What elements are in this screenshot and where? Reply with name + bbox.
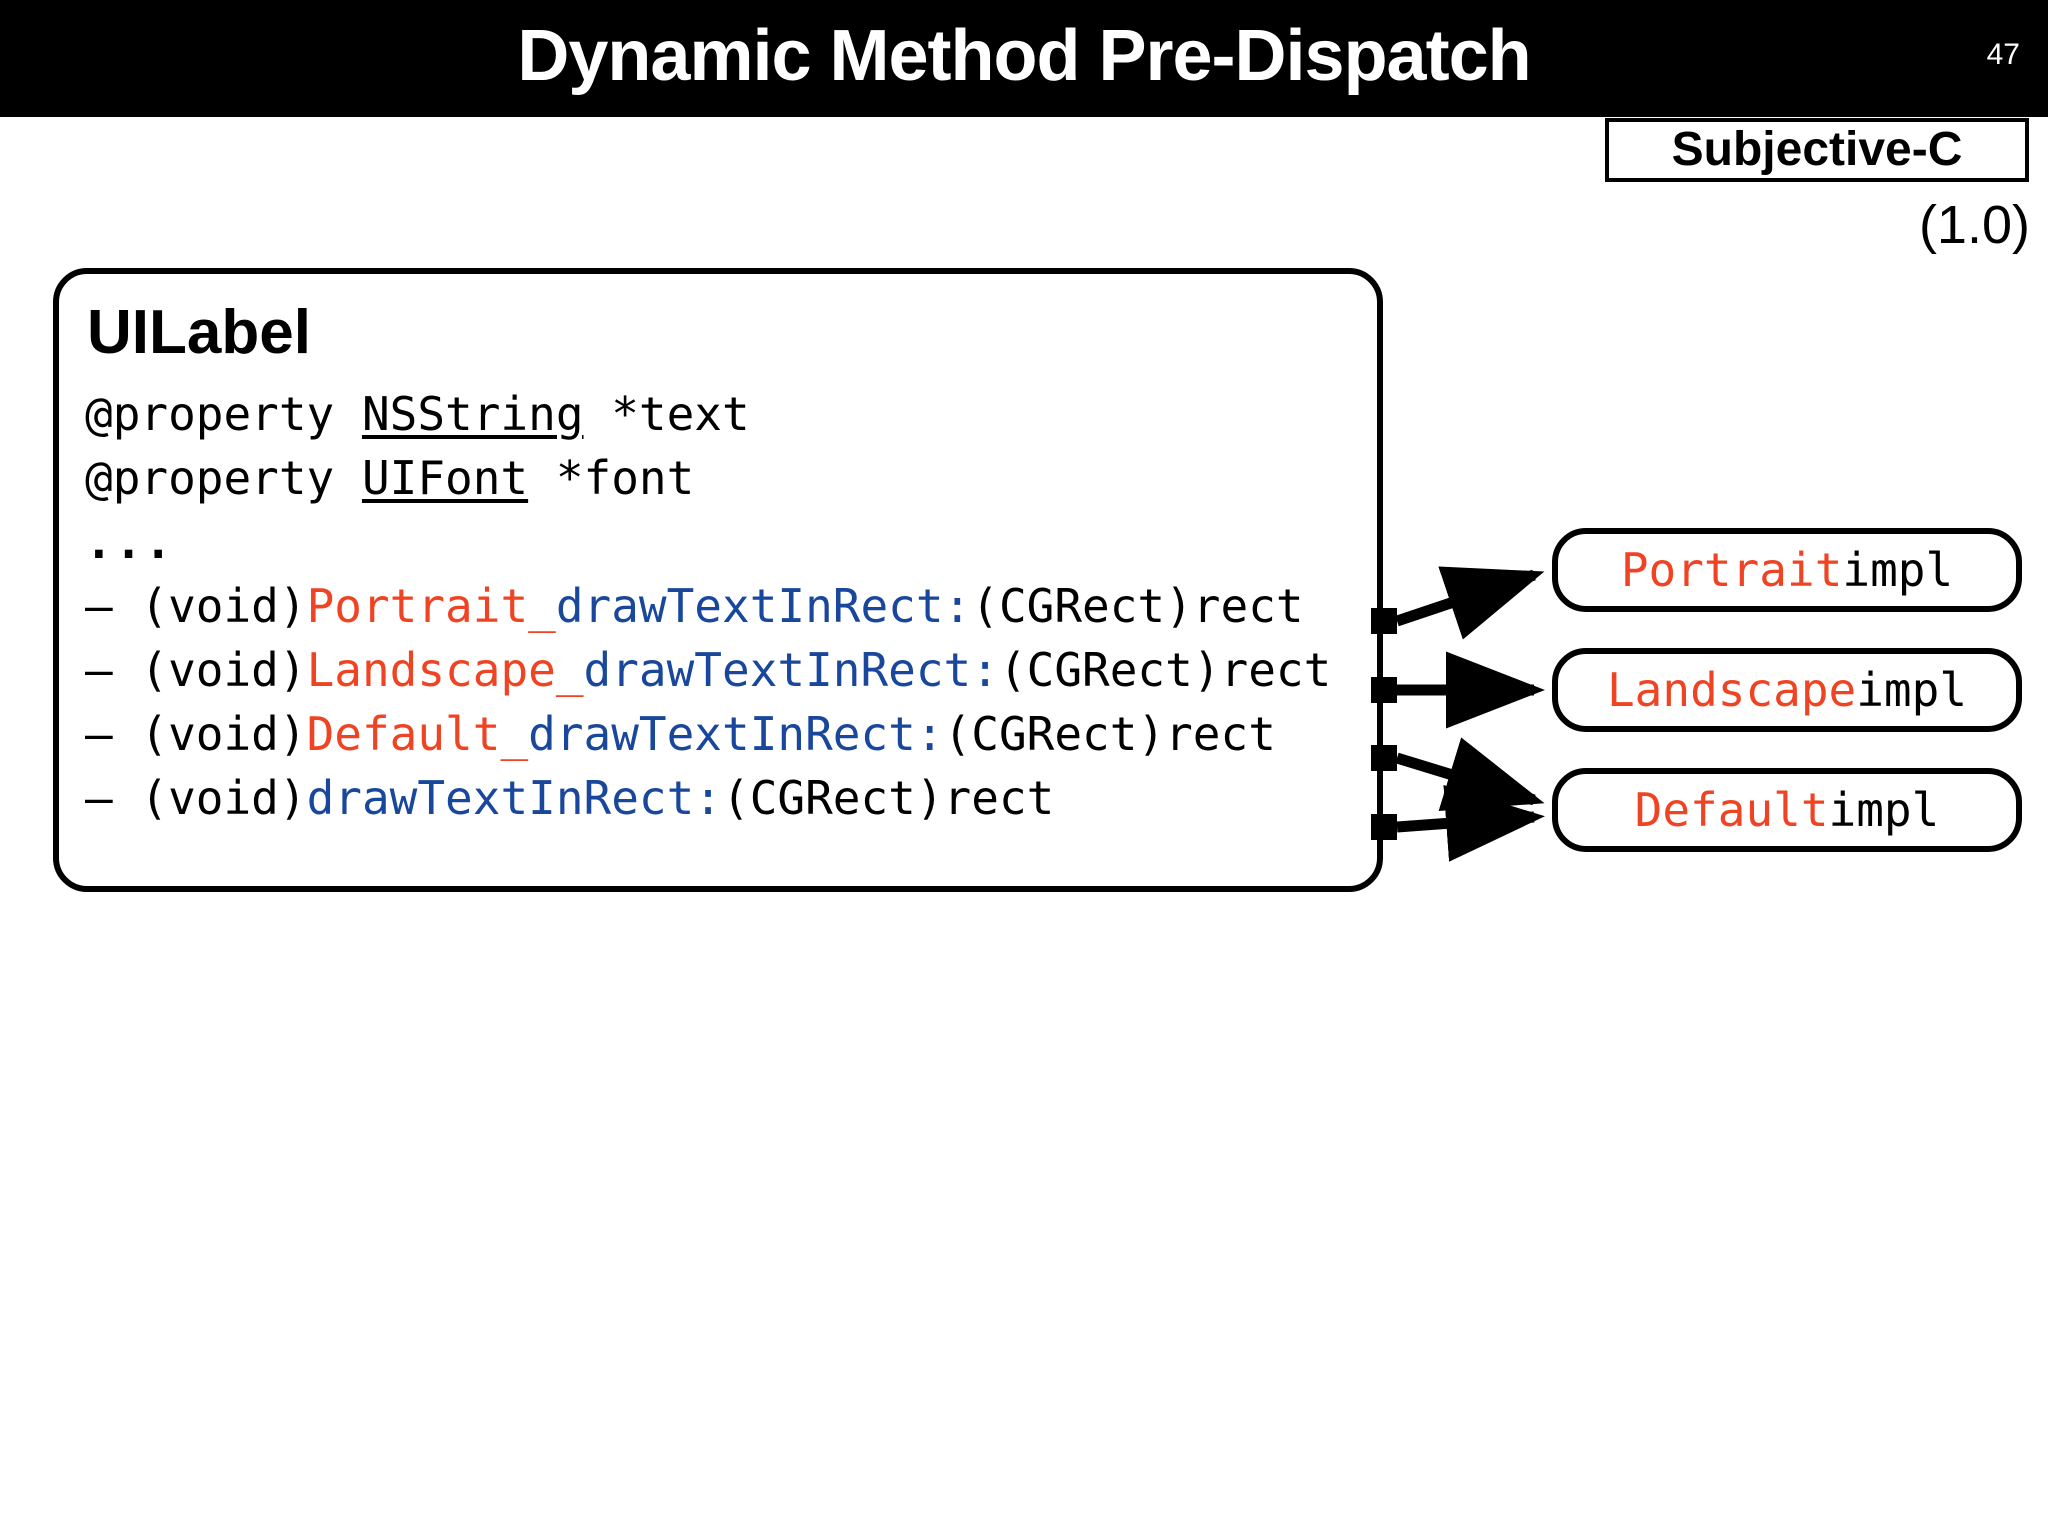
impl-label-wrap: Portrait impl xyxy=(1558,534,2016,606)
page-title: Dynamic Method Pre-Dispatch xyxy=(517,16,1531,96)
method-args: (CGRect)rect xyxy=(998,643,1332,697)
connector-port-landscape xyxy=(1371,677,1397,703)
slide-number: 47 xyxy=(1986,38,2020,71)
connector-port-portrait xyxy=(1371,608,1397,634)
method-return-type: (void) xyxy=(112,771,307,825)
impl-name: Portrait xyxy=(1620,543,1843,597)
method-dash: – xyxy=(85,579,113,633)
connector-port-dispatch xyxy=(1371,814,1397,840)
method-line: – (void)drawTextInRect:(CGRect)rect xyxy=(85,766,1331,830)
impl-label-wrap: Landscape impl xyxy=(1558,654,2016,726)
impl-box-portrait: Portrait impl xyxy=(1552,528,2022,612)
class-body: @property NSString *text @property UIFon… xyxy=(85,382,1331,830)
property-line: @property UIFont *font xyxy=(85,446,1331,510)
class-card: UILabel @property NSString *text @proper… xyxy=(53,268,1383,892)
property-keyword: @property xyxy=(85,451,362,505)
method-dash: – xyxy=(85,707,113,761)
method-line: – (void)Landscape_drawTextInRect:(CGRect… xyxy=(85,638,1331,702)
property-suffix: *text xyxy=(583,387,750,441)
impl-label-wrap: Default impl xyxy=(1558,774,2016,846)
impl-suffix: impl xyxy=(1828,783,1940,837)
method-return-type: (void) xyxy=(112,707,307,761)
impl-name: Default xyxy=(1634,783,1829,837)
impl-box-default: Default impl xyxy=(1552,768,2022,852)
connector-port-default xyxy=(1371,745,1397,771)
ellipsis-line: ... xyxy=(85,515,175,569)
method-prefix: Portrait_ xyxy=(306,579,556,633)
method-args: (CGRect)rect xyxy=(971,579,1304,633)
method-prefix: Landscape_ xyxy=(306,643,584,697)
impl-box-landscape: Landscape impl xyxy=(1552,648,2022,732)
arrow-default-to-default xyxy=(1395,737,1545,812)
method-line: – (void)Default_drawTextInRect:(CGRect)r… xyxy=(85,702,1331,766)
property-type: UIFont xyxy=(361,451,529,505)
method-selector: drawTextInRect: xyxy=(528,707,944,761)
status-badge: Subjective-C xyxy=(1605,118,2029,182)
badge-label: Subjective-C xyxy=(1671,123,1963,176)
property-type: NSString xyxy=(361,387,584,441)
arrow-dispatch-to-default xyxy=(1396,785,1545,862)
method-dash: – xyxy=(85,643,113,697)
slide-title-bar: Dynamic Method Pre-Dispatch 47 xyxy=(0,0,2048,117)
method-prefix: Default_ xyxy=(306,707,529,761)
method-selector: drawTextInRect: xyxy=(555,579,972,633)
method-dash: – xyxy=(85,771,113,825)
method-line: – (void)Portrait_drawTextInRect:(CGRect)… xyxy=(85,574,1331,638)
property-line: @property NSString *text xyxy=(85,382,1331,446)
method-return-type: (void) xyxy=(112,579,307,633)
method-args: (CGRect)rect xyxy=(943,707,1276,761)
property-keyword: @property xyxy=(85,387,362,441)
property-suffix: *font xyxy=(528,451,695,505)
method-args: (CGRect)rect xyxy=(722,771,1055,825)
impl-suffix: impl xyxy=(1842,543,1954,597)
method-selector: drawTextInRect: xyxy=(583,643,999,697)
arrow-to-portrait xyxy=(1395,566,1545,640)
class-name: UILabel xyxy=(87,298,311,367)
impl-name: Landscape xyxy=(1606,663,1857,717)
method-selector: drawTextInRect: xyxy=(306,771,722,825)
version-label: (1.0) xyxy=(1918,195,2030,255)
impl-suffix: impl xyxy=(1856,663,1968,717)
method-return-type: (void) xyxy=(112,643,307,697)
